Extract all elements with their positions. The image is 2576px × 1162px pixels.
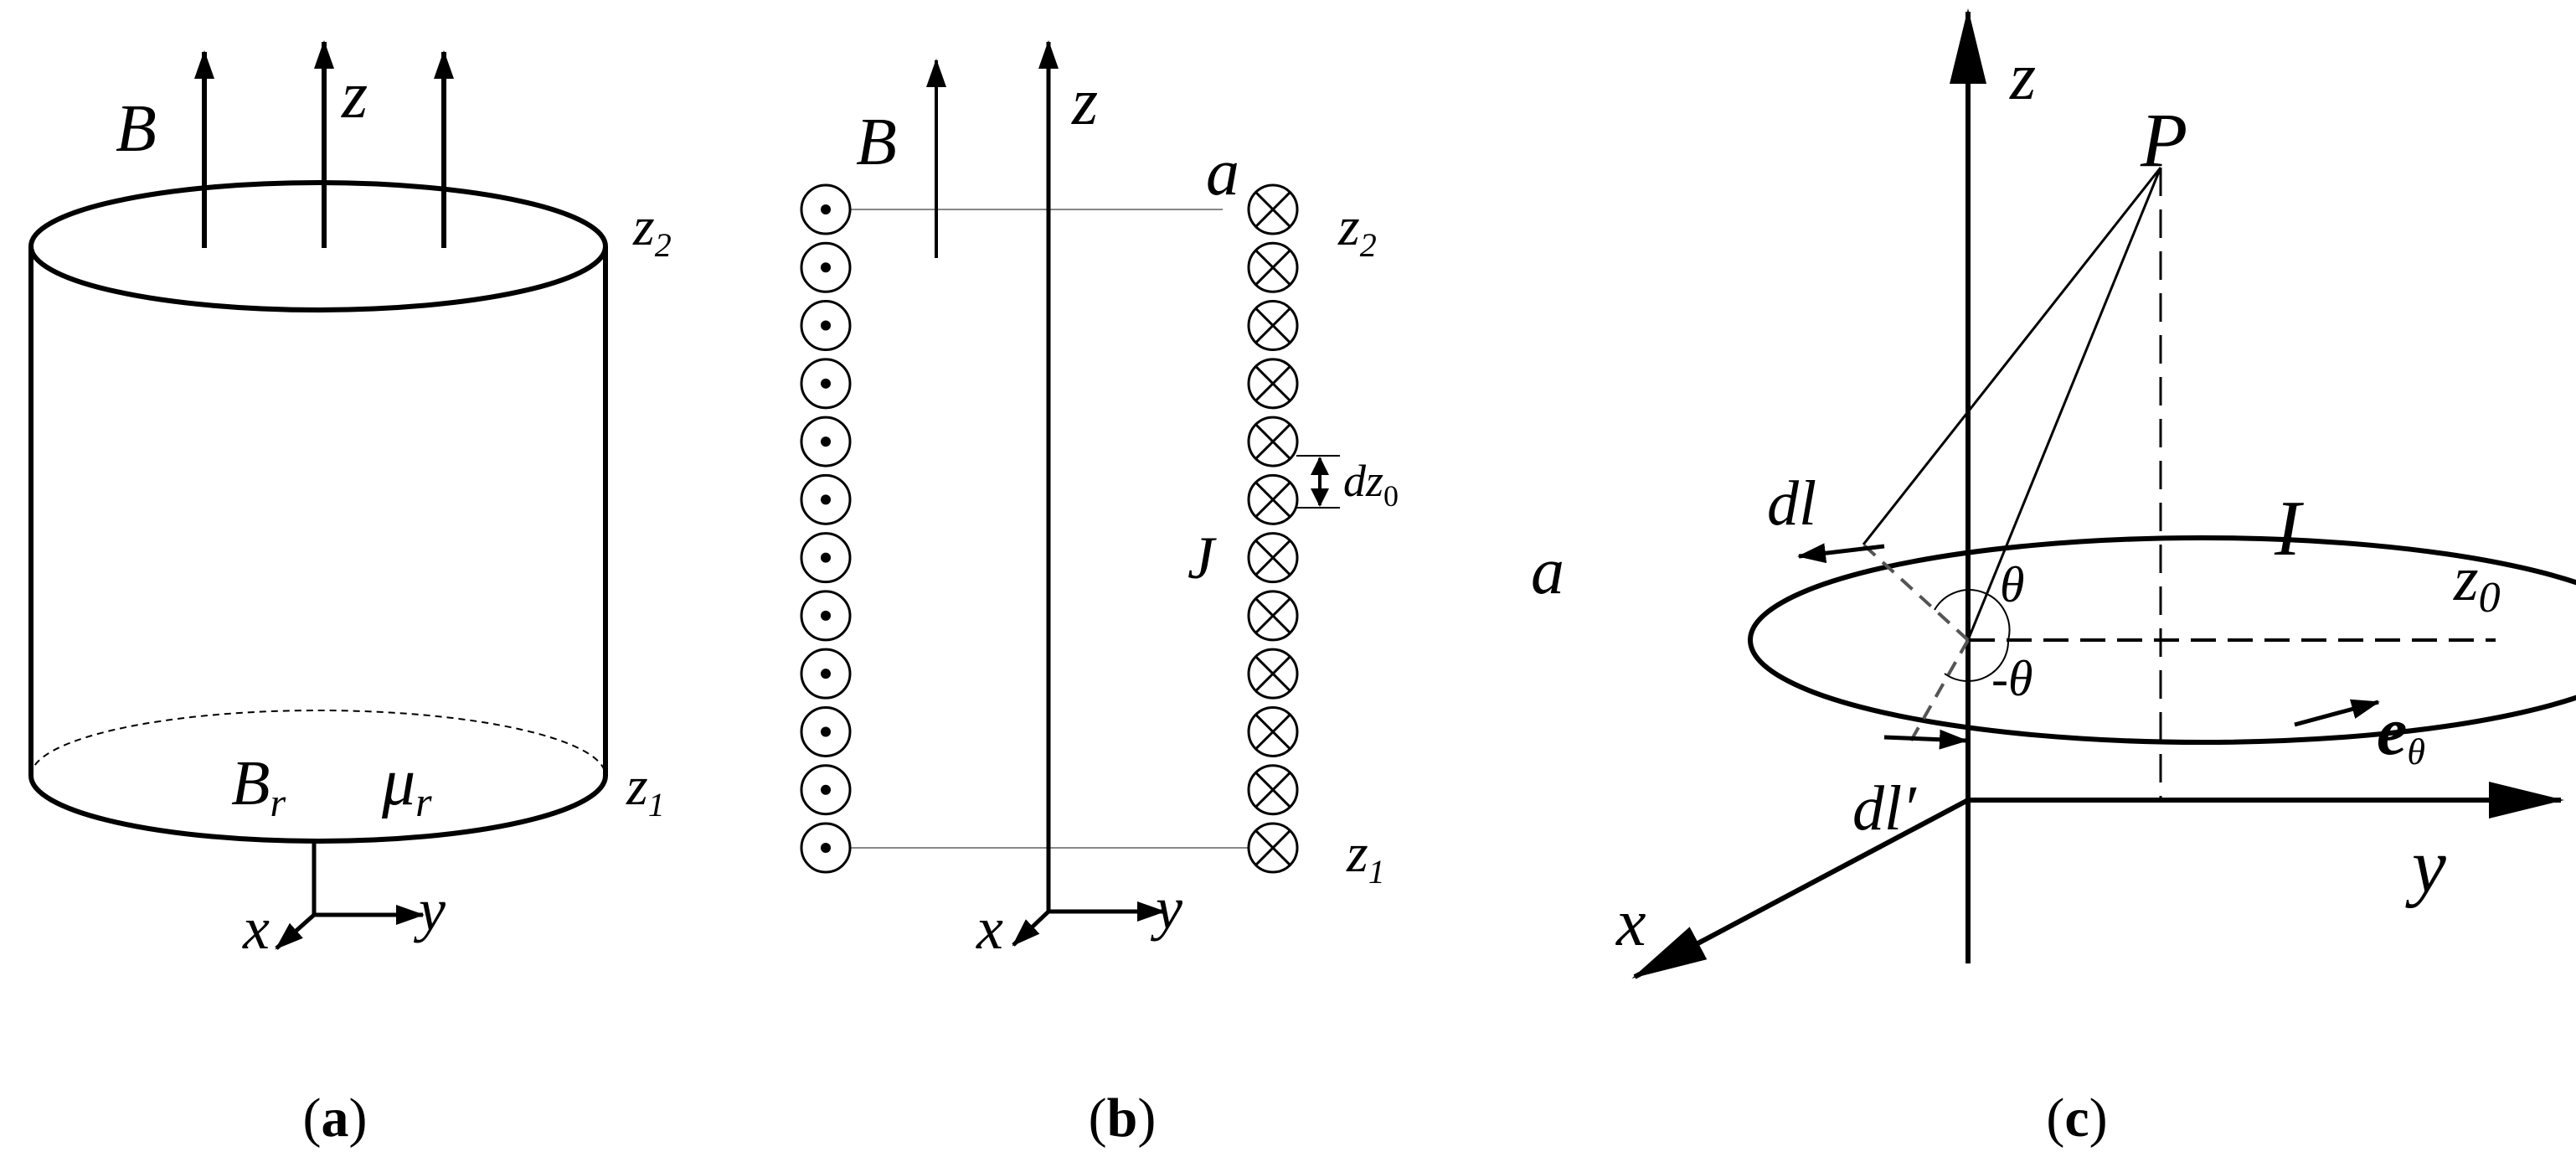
coil-turn-into-page [1247, 764, 1299, 816]
coil-turn-out-of-page [800, 300, 852, 352]
label-mur: μr [381, 746, 432, 825]
coil-turn-into-page [1247, 300, 1299, 352]
coil-turn-into-page [1247, 241, 1299, 293]
panel-a: B z z2 z1 Br μr x y (a) [28, 40, 672, 1149]
label-theta: θ [2000, 557, 2024, 612]
coil-turn-into-page [1247, 822, 1299, 874]
label-z2: z2 [632, 196, 672, 264]
coil-turn-into-page [1247, 648, 1299, 700]
label-current-density: J [1188, 524, 1217, 591]
label-b-field: B [856, 106, 897, 179]
label-z-axis-c: z [2009, 40, 2036, 114]
label-dl: dl [1767, 468, 1816, 539]
label-z0: z0 [2453, 544, 2501, 622]
line-p-to-center [1966, 167, 2162, 641]
caption-b: (b) [1089, 1087, 1157, 1149]
radius-to-dlprime-dashed [1909, 639, 1970, 741]
panel-c: z P dl I a z0 θ -θ eθ dl′ x y (c) [1531, 8, 2576, 1149]
caption-a: (a) [303, 1087, 368, 1149]
label-x-axis: x [242, 895, 270, 962]
label-dz0: dz0 [1343, 456, 1399, 513]
label-x-axis-c: x [1615, 886, 1646, 960]
coil-turn-into-page [1247, 416, 1299, 467]
caption-c: (c) [2046, 1087, 2107, 1149]
label-x-axis-b: x [976, 895, 1003, 962]
label-y-axis-c: y [2405, 823, 2446, 908]
label-current-i: I [2274, 485, 2304, 572]
coil-turn-out-of-page [800, 416, 852, 467]
coil-turn-out-of-page [800, 183, 852, 235]
coil-turn-into-page [1247, 183, 1299, 235]
label-z1-b: z1 [1346, 823, 1385, 891]
coil-turn-into-page [1247, 358, 1299, 410]
label-e-theta: eθ [2377, 693, 2425, 772]
cylinder-top-ellipse [28, 180, 608, 312]
x-axis-arrow-b [1012, 910, 1050, 947]
coil-turn-into-page [1247, 532, 1299, 584]
label-y-axis: y [413, 876, 446, 943]
label-z-axis-b: z [1071, 65, 1098, 139]
cylinder-bottom-back-arc [30, 710, 606, 777]
cylinder-bottom-front-arc [28, 775, 608, 844]
label-neg-theta: -θ [1991, 651, 2032, 706]
coil-turn-out-of-page [800, 822, 852, 874]
coil-turn-out-of-page [800, 241, 852, 293]
line-p-to-dl [1862, 167, 2162, 545]
label-point-p: P [2140, 97, 2187, 183]
label-radius-a: a [1206, 136, 1239, 209]
coil-turn-out-of-page [800, 764, 852, 816]
label-b: B [116, 92, 157, 166]
dl-direction-arrow [1797, 543, 1885, 564]
coil-turn-out-of-page [800, 532, 852, 584]
panel-b: B z a z2 z1 dz0 J x y (b) [800, 40, 1399, 1149]
coil-turn-into-page [1247, 473, 1299, 525]
label-radius-a-c: a [1531, 535, 1564, 608]
x-axis-arrow [275, 913, 316, 950]
label-y-axis-b: y [1150, 875, 1182, 942]
theta-angle-arc [1934, 589, 2011, 641]
label-z2-b: z2 [1337, 196, 1377, 264]
coil-turn-into-page [1247, 705, 1299, 757]
label-br: Br [231, 748, 286, 825]
coil-turn-out-of-page [800, 705, 852, 757]
dlprime-direction-arrow [1883, 729, 1968, 750]
coil-turn-out-of-page [800, 590, 852, 642]
coil-turn-out-of-page [800, 648, 852, 700]
current-loop-ellipse [1748, 535, 2576, 745]
coil-turn-out-of-page [800, 358, 852, 410]
x-axis-c [1631, 798, 1970, 979]
e-theta-direction-arrow [2294, 699, 2380, 727]
label-z1: z1 [626, 756, 665, 824]
coil-left-column [800, 183, 852, 874]
label-dl-prime: dl′ [1852, 773, 1917, 844]
coil-turn-into-page [1247, 590, 1299, 642]
label-z-axis: z [341, 59, 368, 132]
neg-theta-angle-arc [1944, 639, 2010, 682]
coil-right-column [1247, 183, 1299, 874]
coil-turn-out-of-page [800, 473, 852, 525]
